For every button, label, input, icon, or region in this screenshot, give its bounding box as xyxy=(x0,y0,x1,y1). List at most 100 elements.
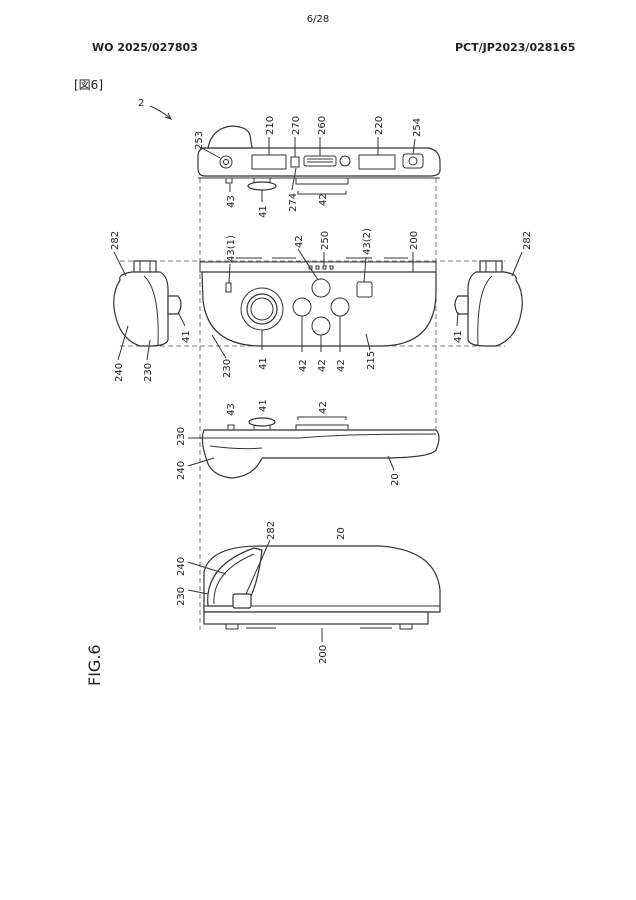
leader-282-left xyxy=(113,251,127,277)
part-260-pins xyxy=(307,158,333,163)
leader-240-rear xyxy=(187,561,227,575)
label-200-rear: 200 xyxy=(318,645,329,664)
label-282-right: 282 xyxy=(522,231,533,250)
left-side-body xyxy=(113,271,169,347)
label-42-top: 42 xyxy=(318,193,329,206)
page-number: 6/28 xyxy=(306,14,330,25)
label-240-bottom: 240 xyxy=(176,461,187,480)
button-254-inner xyxy=(408,156,418,166)
top-view: 253 210 270 260 220 254 43 41 274 42 xyxy=(194,116,441,218)
right-side-stick xyxy=(454,295,469,315)
bracket-42-bottom xyxy=(297,416,347,420)
led-2 xyxy=(315,265,320,270)
rear-rail-feet xyxy=(225,624,413,630)
label-42-b: 42 xyxy=(317,359,328,372)
leader-41-right xyxy=(456,311,459,327)
label-240-left: 240 xyxy=(114,363,125,382)
label-254: 254 xyxy=(412,118,423,137)
bracket-42-top xyxy=(297,191,347,195)
left-side-contour xyxy=(143,275,159,347)
leader-20-bottom xyxy=(387,455,395,471)
label-41-top: 41 xyxy=(258,205,269,218)
leader-282-rear xyxy=(245,539,271,595)
bottom-button-43 xyxy=(227,424,235,431)
leader-230-front xyxy=(211,334,227,359)
top-trigger xyxy=(207,125,253,149)
label-200-front: 200 xyxy=(409,231,420,250)
application-number: PCT/JP2023/028165 xyxy=(455,41,576,54)
rear-view-rail xyxy=(203,611,429,625)
front-view-body xyxy=(201,271,437,347)
label-2-arrowhead xyxy=(164,112,172,120)
label-43-top: 43 xyxy=(226,195,237,208)
leader-254 xyxy=(412,138,416,155)
bottom-stick-cap xyxy=(248,417,276,427)
label-41-right: 41 xyxy=(453,330,464,343)
label-220: 220 xyxy=(374,116,385,135)
leader-230-rear xyxy=(187,589,209,595)
rear-grip-230-line xyxy=(213,553,255,605)
label-42-front: 42 xyxy=(294,235,305,248)
button-42-up xyxy=(311,278,331,298)
label-240-rear: 240 xyxy=(176,557,187,576)
button-253-inner xyxy=(223,159,229,165)
bottom-side-seam xyxy=(204,433,437,439)
leader-43-1 xyxy=(228,263,231,284)
label-230-bottom: 230 xyxy=(176,427,187,446)
part-220 xyxy=(358,154,396,170)
front-view: 43(1) 42 250 43(2) 200 230 41 42 42 42 2… xyxy=(199,228,437,378)
left-side-stick xyxy=(167,295,182,315)
rear-grip-240 xyxy=(207,547,263,607)
label-42-a: 42 xyxy=(298,359,309,372)
leader-215 xyxy=(365,333,371,351)
label-42-bottom: 42 xyxy=(318,401,329,414)
leader-41-left xyxy=(177,311,186,327)
label-20-bottom: 20 xyxy=(390,473,401,486)
label-215: 215 xyxy=(366,351,377,370)
label-260: 260 xyxy=(317,116,328,135)
figure-caption: FIG.6 xyxy=(85,644,104,686)
bottom-side-view: 43 41 42 230 240 20 xyxy=(176,399,440,486)
label-282-left: 282 xyxy=(110,231,121,250)
bottom-side-body xyxy=(201,429,440,479)
label-282-rear: 282 xyxy=(266,521,277,540)
label-41-bottom: 41 xyxy=(258,399,269,412)
label-230-rear: 230 xyxy=(176,587,187,606)
leader-274 xyxy=(291,167,297,191)
label-41-left: 41 xyxy=(181,330,192,343)
front-stick-inner xyxy=(250,297,274,321)
rear-view: 282 20 240 230 200 xyxy=(176,521,441,664)
rear-view-body xyxy=(203,545,441,613)
label-210: 210 xyxy=(265,116,276,135)
right-side-contour xyxy=(477,275,493,347)
leader-230-left xyxy=(146,339,151,361)
label-43-1: 43(1) xyxy=(226,235,237,262)
label-250: 250 xyxy=(320,231,331,250)
label-253: 253 xyxy=(194,131,205,150)
label-230-left: 230 xyxy=(143,363,154,382)
button-43-1 xyxy=(225,282,232,293)
label-41-front: 41 xyxy=(258,357,269,370)
rear-button-282 xyxy=(232,593,252,609)
label-20-rear: 20 xyxy=(336,527,347,540)
part-jack xyxy=(339,155,351,167)
label-43-bottom: 43 xyxy=(226,403,237,416)
button-253 xyxy=(219,155,233,169)
label-230-front: 230 xyxy=(222,359,233,378)
right-side-body xyxy=(467,271,523,347)
bottom-buttons-42 xyxy=(295,424,349,431)
top-buttons-42 xyxy=(295,177,349,185)
leader-253 xyxy=(201,147,221,159)
left-side-view: 282 240 230 41 xyxy=(110,231,192,382)
front-view-rail xyxy=(199,261,437,273)
leader-240-left xyxy=(117,325,129,361)
figure-reference: [図6] xyxy=(74,78,103,92)
label-42-c: 42 xyxy=(336,359,347,372)
led-4 xyxy=(329,265,334,270)
leader-240-bottom xyxy=(187,457,215,467)
label-274: 274 xyxy=(288,193,299,212)
leader-282-right xyxy=(511,251,523,277)
leader-42-front xyxy=(297,248,319,281)
label-43-2: 43(2) xyxy=(362,228,373,255)
